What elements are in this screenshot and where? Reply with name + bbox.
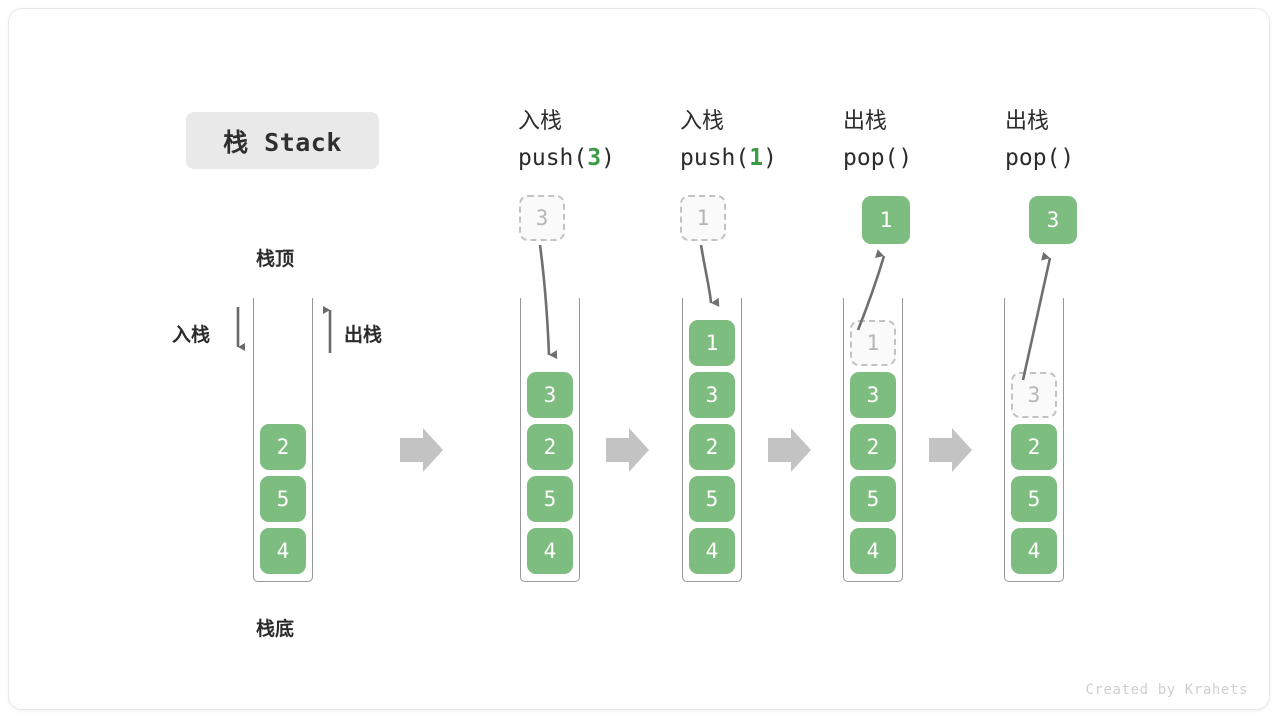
stack-box: 2	[850, 424, 896, 470]
stack-box: 3	[850, 372, 896, 418]
stack-column-push-3	[520, 298, 580, 582]
floating-ghost-box: 1	[680, 195, 726, 241]
operation-caption-pop-1: 出栈 pop()	[843, 104, 1013, 176]
operation-caption-code: pop()	[843, 140, 1013, 176]
operation-caption-cn: 出栈	[1005, 109, 1050, 134]
code-arg: 1	[749, 145, 764, 171]
push-side-label: 入栈	[172, 324, 211, 346]
code-fn: push(	[680, 145, 750, 171]
stack-box: 4	[689, 528, 735, 574]
code-fn: push(	[518, 145, 588, 171]
stack-box: 2	[689, 424, 735, 470]
stack-column-pop-1	[843, 298, 903, 582]
stack-box: 2	[260, 424, 306, 470]
operation-caption-cn: 出栈	[843, 109, 888, 134]
stack-column-initial	[253, 298, 313, 582]
operation-caption-pop-3: 出栈 pop()	[1005, 104, 1175, 176]
stack-bottom-label: 栈底	[256, 618, 295, 640]
operation-caption-code: push(1)	[680, 140, 850, 176]
stack-box: 3	[527, 372, 573, 418]
floating-ghost-box: 3	[519, 195, 565, 241]
stack-box: 3	[689, 372, 735, 418]
stack-ghost-box: 3	[1011, 372, 1057, 418]
stack-box: 5	[850, 476, 896, 522]
code-fn: pop(	[1005, 145, 1061, 171]
popped-value-box: 1	[862, 196, 910, 244]
operation-caption-cn: 入栈	[680, 109, 725, 134]
stack-box: 2	[527, 424, 573, 470]
stack-box: 5	[260, 476, 306, 522]
stack-column-push-1	[682, 298, 742, 582]
operation-caption-push-1: 入栈 push(1)	[680, 104, 850, 176]
code-fn: pop(	[843, 145, 899, 171]
pop-side-label: 出栈	[344, 324, 383, 346]
stack-box: 2	[1011, 424, 1057, 470]
stack-box: 5	[689, 476, 735, 522]
operation-caption-cn: 入栈	[518, 109, 563, 134]
stack-box: 4	[850, 528, 896, 574]
stack-top-label: 栈顶	[256, 248, 295, 270]
stack-box: 4	[1011, 528, 1057, 574]
footer-credit: Created by Krahets	[1085, 682, 1248, 698]
operation-caption-push-3: 入栈 push(3)	[518, 104, 688, 176]
code-arg: 3	[587, 145, 602, 171]
operation-caption-code: pop()	[1005, 140, 1175, 176]
stack-box: 4	[260, 528, 306, 574]
stack-column-pop-3	[1004, 298, 1064, 582]
code-close: )	[763, 145, 777, 171]
code-close: )	[898, 145, 913, 171]
code-close: )	[601, 145, 615, 171]
operation-caption-code: push(3)	[518, 140, 688, 176]
stack-box: 5	[527, 476, 573, 522]
stack-title-text: 栈 Stack	[223, 127, 342, 157]
stack-title-chip: 栈 Stack	[186, 112, 379, 169]
stack-box: 5	[1011, 476, 1057, 522]
popped-value-box: 3	[1029, 196, 1077, 244]
code-close: )	[1060, 145, 1075, 171]
stack-ghost-box: 1	[850, 320, 896, 366]
stack-box: 4	[527, 528, 573, 574]
stack-box: 1	[689, 320, 735, 366]
